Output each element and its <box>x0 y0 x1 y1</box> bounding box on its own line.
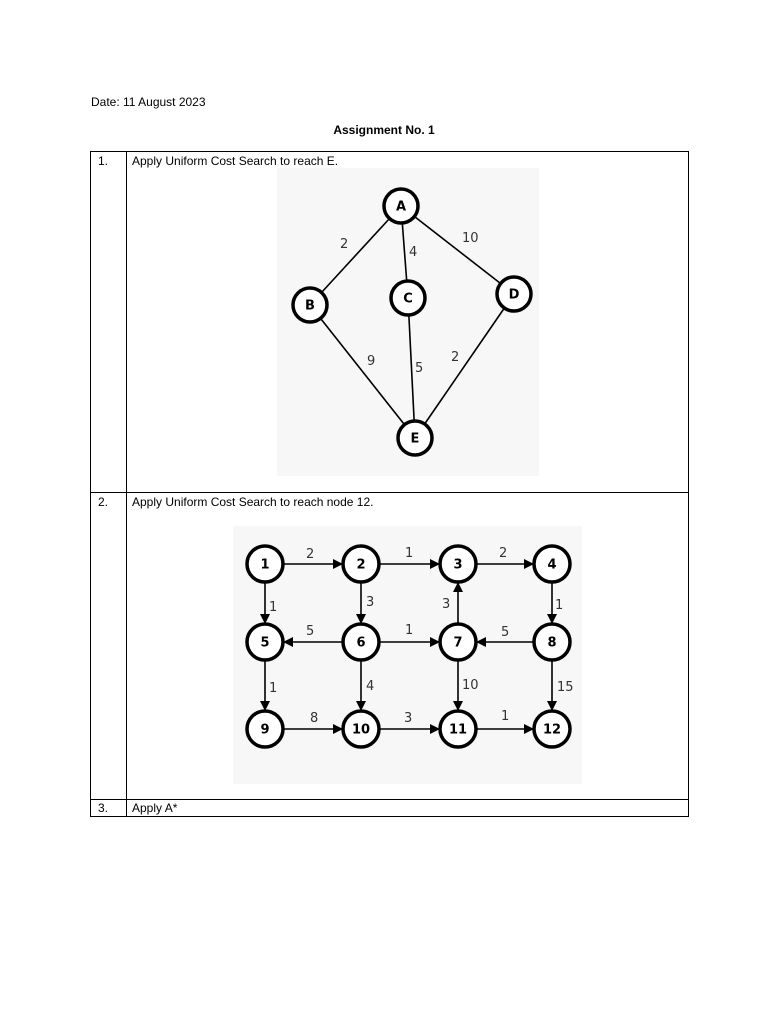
graph-edge-A-D <box>413 215 502 285</box>
graph-node-label: 8 <box>547 636 556 651</box>
edge-weight-label: 10 <box>462 678 479 693</box>
edge-weight-label: 1 <box>405 546 413 561</box>
graph-node-label: 2 <box>356 558 365 573</box>
graph-node-9 <box>245 709 285 749</box>
graph-edge-B-E <box>319 317 406 426</box>
edge-weight-label: 5 <box>306 624 314 639</box>
graph-node-D <box>495 275 533 313</box>
graph-node-label: 9 <box>260 723 269 738</box>
graph-node-label: 12 <box>543 723 561 738</box>
graph-node-12 <box>532 709 572 749</box>
graph-edge-C-E <box>408 314 415 422</box>
graph-node-8 <box>532 622 572 662</box>
edge-weight-label: 4 <box>366 679 374 694</box>
assignment-title: Assignment No. 1 <box>333 123 435 137</box>
question-number: 1. <box>98 154 109 168</box>
edge-weight-label: 1 <box>405 623 413 638</box>
question-content-cell: Apply Uniform Cost Search to reach node … <box>126 492 689 800</box>
graph-node-label: 6 <box>356 636 365 651</box>
edge-weight-label: 1 <box>269 681 277 696</box>
graph-node-11 <box>438 709 478 749</box>
graph-node-label: D <box>509 288 520 303</box>
question-content-cell: Apply Uniform Cost Search to reach E. 2 4… <box>126 151 689 493</box>
graph-node-A <box>382 187 420 225</box>
graph-node-label: 11 <box>449 723 467 738</box>
graph-node-5 <box>245 622 285 662</box>
undirected-graph: 2 4 10 9 5 2 A B C D E <box>291 187 533 457</box>
question-number: 2. <box>98 495 109 509</box>
graph-edge-A-B <box>320 217 391 294</box>
graph-node-E <box>396 419 434 457</box>
graph-node-3 <box>438 544 478 584</box>
graph-node-label: 4 <box>547 558 556 573</box>
graph-node-10 <box>341 709 381 749</box>
edge-weight-label: 15 <box>557 680 574 695</box>
question-text: Apply Uniform Cost Search to reach E. <box>132 154 339 168</box>
graph-node-label: 7 <box>453 636 462 651</box>
graph-node-label: 3 <box>453 558 462 573</box>
question-text: Apply Uniform Cost Search to reach node … <box>132 495 374 509</box>
graph-node-7 <box>438 622 478 662</box>
edge-weight-label: 10 <box>462 231 479 246</box>
graph-node-label: B <box>305 299 315 314</box>
question-row-2: 2. Apply Uniform Cost Search to reach no… <box>90 492 689 800</box>
edge-weight-label: 1 <box>269 600 277 615</box>
edge-weight-label: 2 <box>306 547 314 562</box>
graph-node-label: C <box>403 292 413 307</box>
edge-weight-label: 3 <box>442 597 450 612</box>
graph-node-label: E <box>411 432 420 447</box>
graph-node-C <box>389 279 427 317</box>
edge-weight-label: 4 <box>409 245 417 260</box>
questions-table: 1. Apply Uniform Cost Search to reach E.… <box>90 151 689 817</box>
graph-node-1 <box>245 544 285 584</box>
question-number-cell: 3. <box>90 799 127 817</box>
edge-weight-label: 1 <box>555 598 563 613</box>
graph-node-label: 5 <box>260 636 269 651</box>
graph-node-6 <box>341 622 381 662</box>
edge-weight-label: 5 <box>415 361 423 376</box>
edge-weight-label: 2 <box>340 237 348 252</box>
edge-weight-label: 8 <box>310 711 318 726</box>
question-text: Apply A* <box>132 801 178 815</box>
edge-weight-label: 3 <box>366 595 374 610</box>
graph-edge-A-C <box>401 222 408 282</box>
question-row-3: 3. Apply A* <box>90 799 689 817</box>
graph-node-2 <box>341 544 381 584</box>
edge-weight-label: 2 <box>499 546 507 561</box>
edge-weight-label: 3 <box>404 711 412 726</box>
graph-node-label: A <box>396 200 406 215</box>
edge-weight-label: 5 <box>501 625 509 640</box>
graph-edge-D-E <box>423 307 506 425</box>
question-number: 3. <box>98 801 109 815</box>
document-date: Date: 11 August 2023 <box>91 95 206 109</box>
edge-weight-label: 2 <box>451 350 459 365</box>
graph-node-B <box>291 286 329 324</box>
edge-weight-label: 9 <box>367 354 375 369</box>
graph-node-4 <box>532 544 572 584</box>
graph-figure-1: 2 4 10 9 5 2 A B C D E <box>277 168 539 476</box>
question-row-1: 1. Apply Uniform Cost Search to reach E.… <box>90 151 689 493</box>
question-number-cell: 1. <box>90 151 127 493</box>
question-content-cell: Apply A* <box>126 799 689 817</box>
edge-weight-label: 1 <box>501 709 509 724</box>
graph-node-label: 1 <box>260 558 269 573</box>
question-number-cell: 2. <box>90 492 127 800</box>
graph-node-label: 10 <box>352 723 370 738</box>
